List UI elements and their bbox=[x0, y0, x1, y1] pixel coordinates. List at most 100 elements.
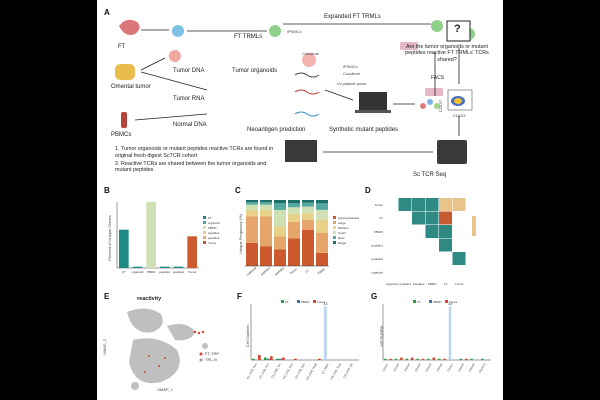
f-bar-C7_MAIT-FT bbox=[324, 306, 327, 360]
b-bar-Tumor bbox=[187, 236, 197, 268]
laptop-icon bbox=[359, 92, 387, 110]
g-bar-Clone3-Tumor bbox=[411, 357, 414, 360]
panel-g-label: G bbox=[371, 292, 378, 301]
c-seg-PBMC-1 bbox=[316, 233, 328, 253]
g-bar-Clone5-Tumor bbox=[432, 357, 435, 360]
g-tick-Clone3: Clone3 bbox=[403, 362, 411, 372]
c-seg-peptide1-5 bbox=[260, 200, 272, 202]
c-seg-FT-5 bbox=[302, 200, 314, 203]
b-bar-FT bbox=[119, 229, 129, 268]
d-cell-3 bbox=[439, 198, 452, 211]
b-legend-peptide1: peptide1 bbox=[208, 231, 220, 235]
b-bar-organoid bbox=[132, 266, 143, 268]
f-legend-PBMC: PBMC bbox=[301, 300, 311, 304]
d-col-PBMC: PBMC bbox=[428, 282, 438, 286]
f-legend-Tumor: Tumor bbox=[317, 300, 326, 304]
trml-cells-icon bbox=[269, 25, 281, 37]
b-legend-swatch-Tumor bbox=[203, 241, 206, 244]
g-bar-Clone7-FT bbox=[448, 306, 452, 360]
panel-e-umap bbox=[127, 308, 208, 390]
d-colorbar bbox=[472, 216, 476, 236]
d-cell-8 bbox=[425, 225, 439, 238]
g-legend-PBMC: PBMC bbox=[433, 300, 443, 304]
b-legend-swatch-PBMC bbox=[203, 226, 206, 229]
label-omental: Omental tumor bbox=[111, 84, 151, 90]
c-seg-organoid-1 bbox=[246, 216, 258, 243]
label-sc-tcr: Sc TCR Seq bbox=[413, 172, 447, 178]
f-bar-C2_CD8_Trm-FT bbox=[264, 357, 267, 360]
c-seg-peptide1-1 bbox=[260, 216, 272, 247]
b-tick-FT: FT bbox=[122, 270, 126, 274]
normal-dna-icon bbox=[294, 111, 320, 117]
fallopian-tube-icon bbox=[119, 19, 140, 35]
c-seg-Tumor-1 bbox=[288, 221, 300, 239]
d-cell-9 bbox=[439, 225, 452, 238]
d-col-organoid: organoid bbox=[386, 282, 398, 286]
omental-tumor-icon bbox=[115, 64, 135, 80]
c-seg-PBMC-4 bbox=[316, 203, 328, 210]
label-neoantigen: Neoantigen prediction bbox=[247, 127, 306, 133]
f-legend-swatch-FT bbox=[281, 300, 284, 303]
d-row-peptide1: peptide1 bbox=[371, 243, 383, 247]
label-ft: FT bbox=[118, 44, 126, 50]
coculture-plate-2 bbox=[425, 88, 443, 96]
c-seg-organoid-5 bbox=[246, 200, 258, 202]
f-bar-C1_CD8_Tem-Tumor bbox=[258, 355, 261, 360]
f-bar-C6_CD8_Prolif-Tumor bbox=[318, 358, 321, 360]
organoid-icon bbox=[302, 53, 316, 67]
d-row-organoid: organoid bbox=[371, 270, 383, 274]
monitor-icon bbox=[285, 140, 317, 162]
g-bar-Clone4-FT bbox=[416, 358, 419, 360]
f-tick-C4_CD8_Tem: C4_CD8_Tem bbox=[282, 362, 295, 380]
g-tick-Clone1: Clone1 bbox=[381, 362, 389, 372]
g-tick-Clone6: Clone6 bbox=[435, 362, 443, 372]
blood-tube-icon bbox=[121, 112, 127, 128]
label-ft-trmls: FT TRMLs bbox=[234, 34, 263, 40]
b-tick-organoid: organoid bbox=[132, 270, 144, 274]
tumor-cells-icon bbox=[169, 50, 181, 62]
f-bar-C1_CD8_Tem-FT bbox=[252, 358, 255, 360]
d-row-FT: FT bbox=[379, 216, 383, 220]
panel-a-label: A bbox=[104, 8, 110, 17]
label-facs: FACS bbox=[431, 75, 445, 81]
c-seg-FT-1 bbox=[302, 219, 314, 230]
panel-e-title: reactivity bbox=[137, 296, 162, 302]
summary-point-1: 1. Tumor organoids or mutant peptides re… bbox=[115, 146, 274, 159]
c-seg-Tumor-4 bbox=[288, 203, 300, 208]
label-expanded: Expanded FT TRMLs bbox=[324, 14, 381, 20]
b-legend-swatch-FT bbox=[203, 216, 206, 219]
panel-d-label: D bbox=[365, 186, 371, 195]
c-tick-Tumor: Tumor bbox=[289, 267, 298, 276]
f-tick-C3_CD8_Tex: C3_CD8_Tex bbox=[270, 362, 282, 379]
c-seg-organoid-4 bbox=[246, 201, 258, 205]
c-legend-swatch-Small bbox=[333, 231, 336, 234]
g-tick-Clone9: Clone9 bbox=[468, 362, 476, 372]
c-seg-FT-2 bbox=[302, 213, 314, 220]
c-seg-peptide1-3 bbox=[260, 204, 272, 210]
c-seg-organoid-2 bbox=[246, 209, 258, 217]
g-bar-Clone1-Tumor bbox=[389, 358, 392, 360]
g-bar-Clone9-FT bbox=[470, 358, 473, 360]
b-legend-PBMC: PBMC bbox=[208, 226, 218, 230]
c-seg-Tumor-5 bbox=[288, 200, 300, 204]
c-seg-FT-0 bbox=[302, 229, 314, 266]
label-coculture-2: Coculture bbox=[343, 71, 361, 76]
panel-e-label: E bbox=[104, 292, 110, 301]
panel-b-label: B bbox=[104, 186, 110, 195]
c-seg-peptide2-0 bbox=[274, 249, 286, 266]
g-bar-Clone4-Tumor bbox=[421, 358, 425, 360]
c-seg-FT-3 bbox=[302, 206, 314, 214]
c-seg-peptide1-2 bbox=[260, 209, 272, 217]
d-cell-11 bbox=[452, 252, 466, 265]
c-seg-peptide2-3 bbox=[274, 209, 286, 227]
g-legend-Tumor: Tumor bbox=[449, 300, 458, 304]
f-bar-C3_CD8_Tex-FT bbox=[276, 358, 279, 360]
c-legend-Rare: Rare bbox=[338, 236, 345, 240]
g-tick-Clone2: Clone2 bbox=[392, 362, 400, 372]
label-coculture-1: Coculture bbox=[302, 51, 320, 56]
label-peptide-pools: r/v peptide pools bbox=[337, 81, 367, 86]
b-tick-peptide1: peptide1 bbox=[159, 270, 171, 274]
panel-e-xlabel: UMAP_1 bbox=[157, 387, 174, 392]
tumor-rna-icon bbox=[294, 89, 320, 95]
